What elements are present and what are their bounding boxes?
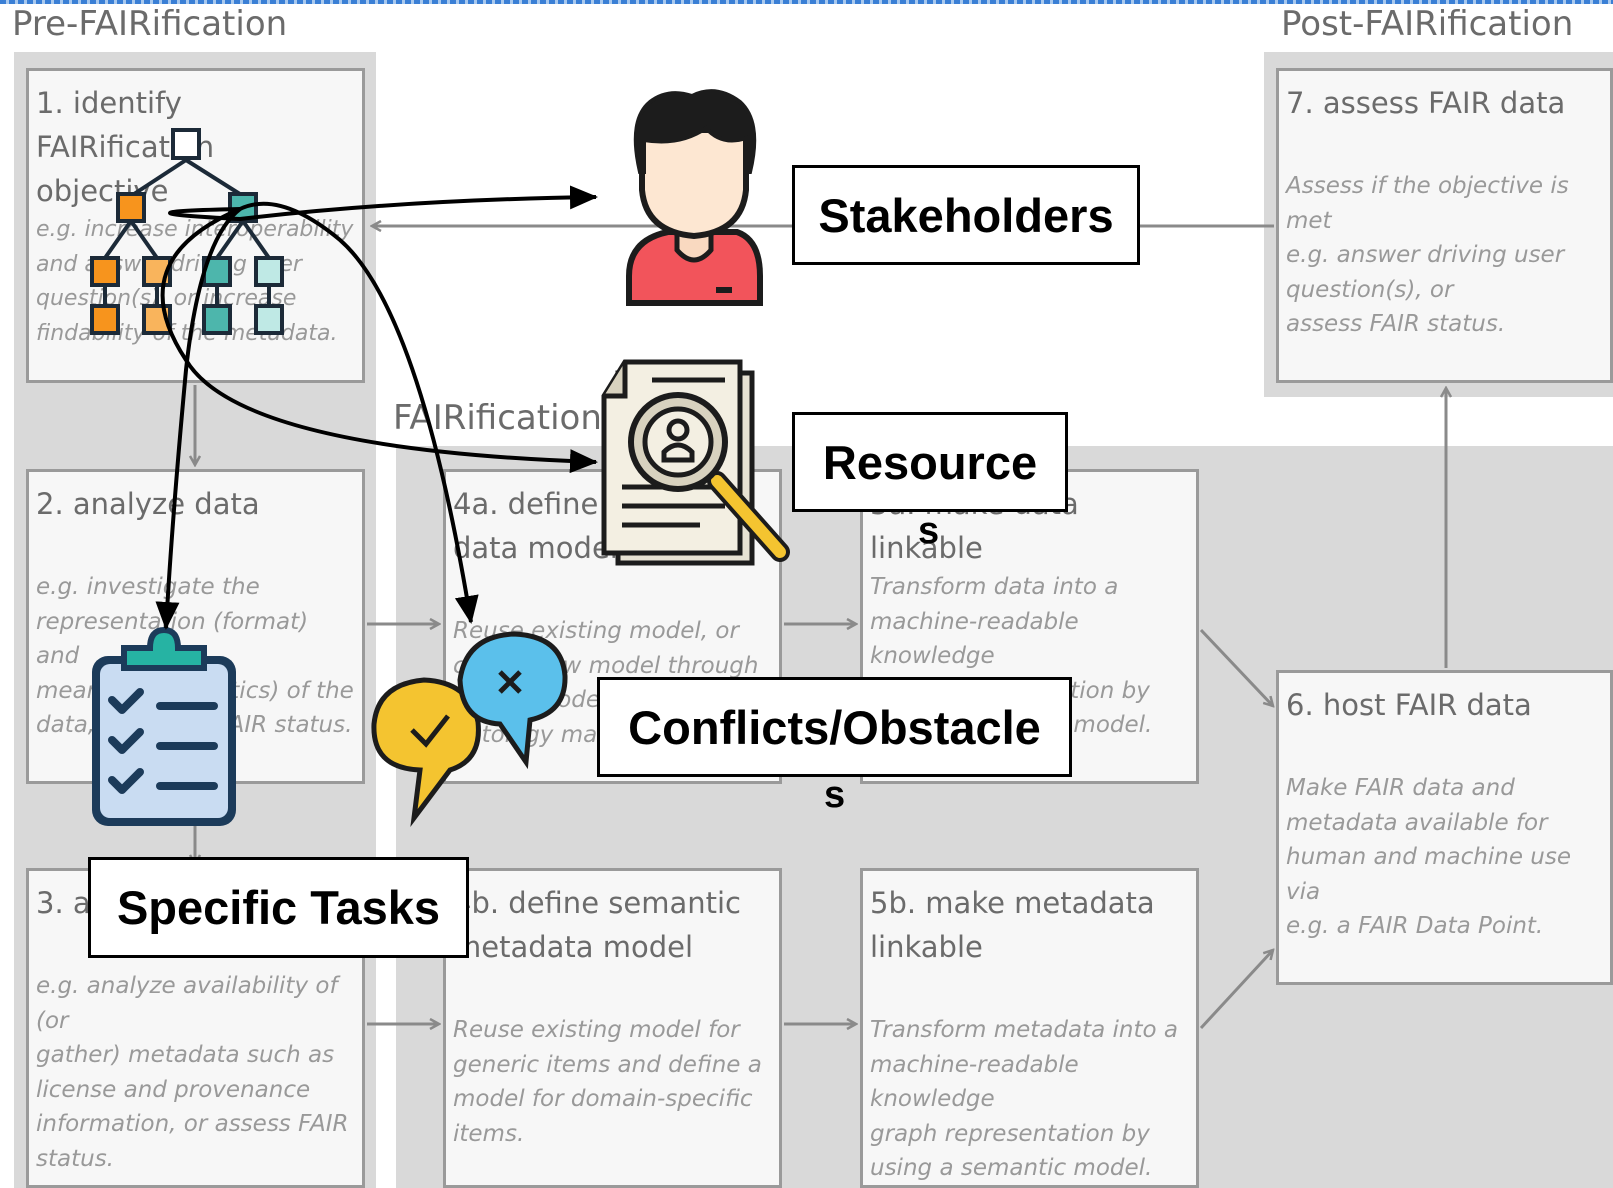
step-description: Make FAIR data and metadata available fo… [1286, 775, 1571, 939]
top-border [0, 0, 1613, 4]
step-title: 7. assess FAIR data [1286, 86, 1566, 120]
step-4b-box: 4b. define semantic metadata model Reuse… [443, 868, 782, 1188]
arrow-5a-to-6 [1199, 628, 1273, 706]
arrow-5b-to-6 [1199, 950, 1273, 1030]
arrow-to-stakeholders [168, 185, 598, 222]
step-description: e.g. analyze availability of (or gather)… [36, 973, 349, 1172]
step-title: 4b. define semantic metadata model [453, 886, 741, 964]
step-7-box: 7. assess FAIR data Assess if the object… [1276, 68, 1613, 383]
step-description: Assess if the objective is met e.g. answ… [1286, 173, 1569, 337]
step-title: 1. identify FAIRification objective [36, 86, 215, 208]
conflicts-label-overflow: s [824, 774, 846, 816]
step-5b-box: 5b. make metadata linkable Transform met… [860, 868, 1199, 1188]
arrow-to-conflicts [239, 201, 479, 624]
step-6-box: 6. host FAIR data Make FAIR data and met… [1276, 670, 1613, 985]
step-title: 6. host FAIR data [1286, 688, 1532, 722]
resources-label: Resource [792, 412, 1068, 512]
stakeholders-label: Stakeholders [792, 165, 1140, 265]
step-description: Transform metadata into a machine-readab… [870, 1017, 1178, 1181]
step-title: 2. analyze data [36, 487, 260, 521]
conflicts-label: Conflicts/Obstacle [597, 677, 1072, 777]
step-description: Reuse existing model for generic items a… [453, 1017, 762, 1147]
specific-tasks-label: Specific Tasks [88, 857, 469, 958]
arrow-to-tasks [155, 207, 242, 630]
pre-fairification-heading: Pre-FAIRification [12, 4, 288, 44]
step-title: 5b. make metadata linkable [870, 886, 1155, 964]
resources-label-overflow: s [918, 510, 940, 552]
post-fairification-heading: Post-FAIRification [1281, 4, 1574, 44]
arrow-to-resources [160, 207, 598, 474]
